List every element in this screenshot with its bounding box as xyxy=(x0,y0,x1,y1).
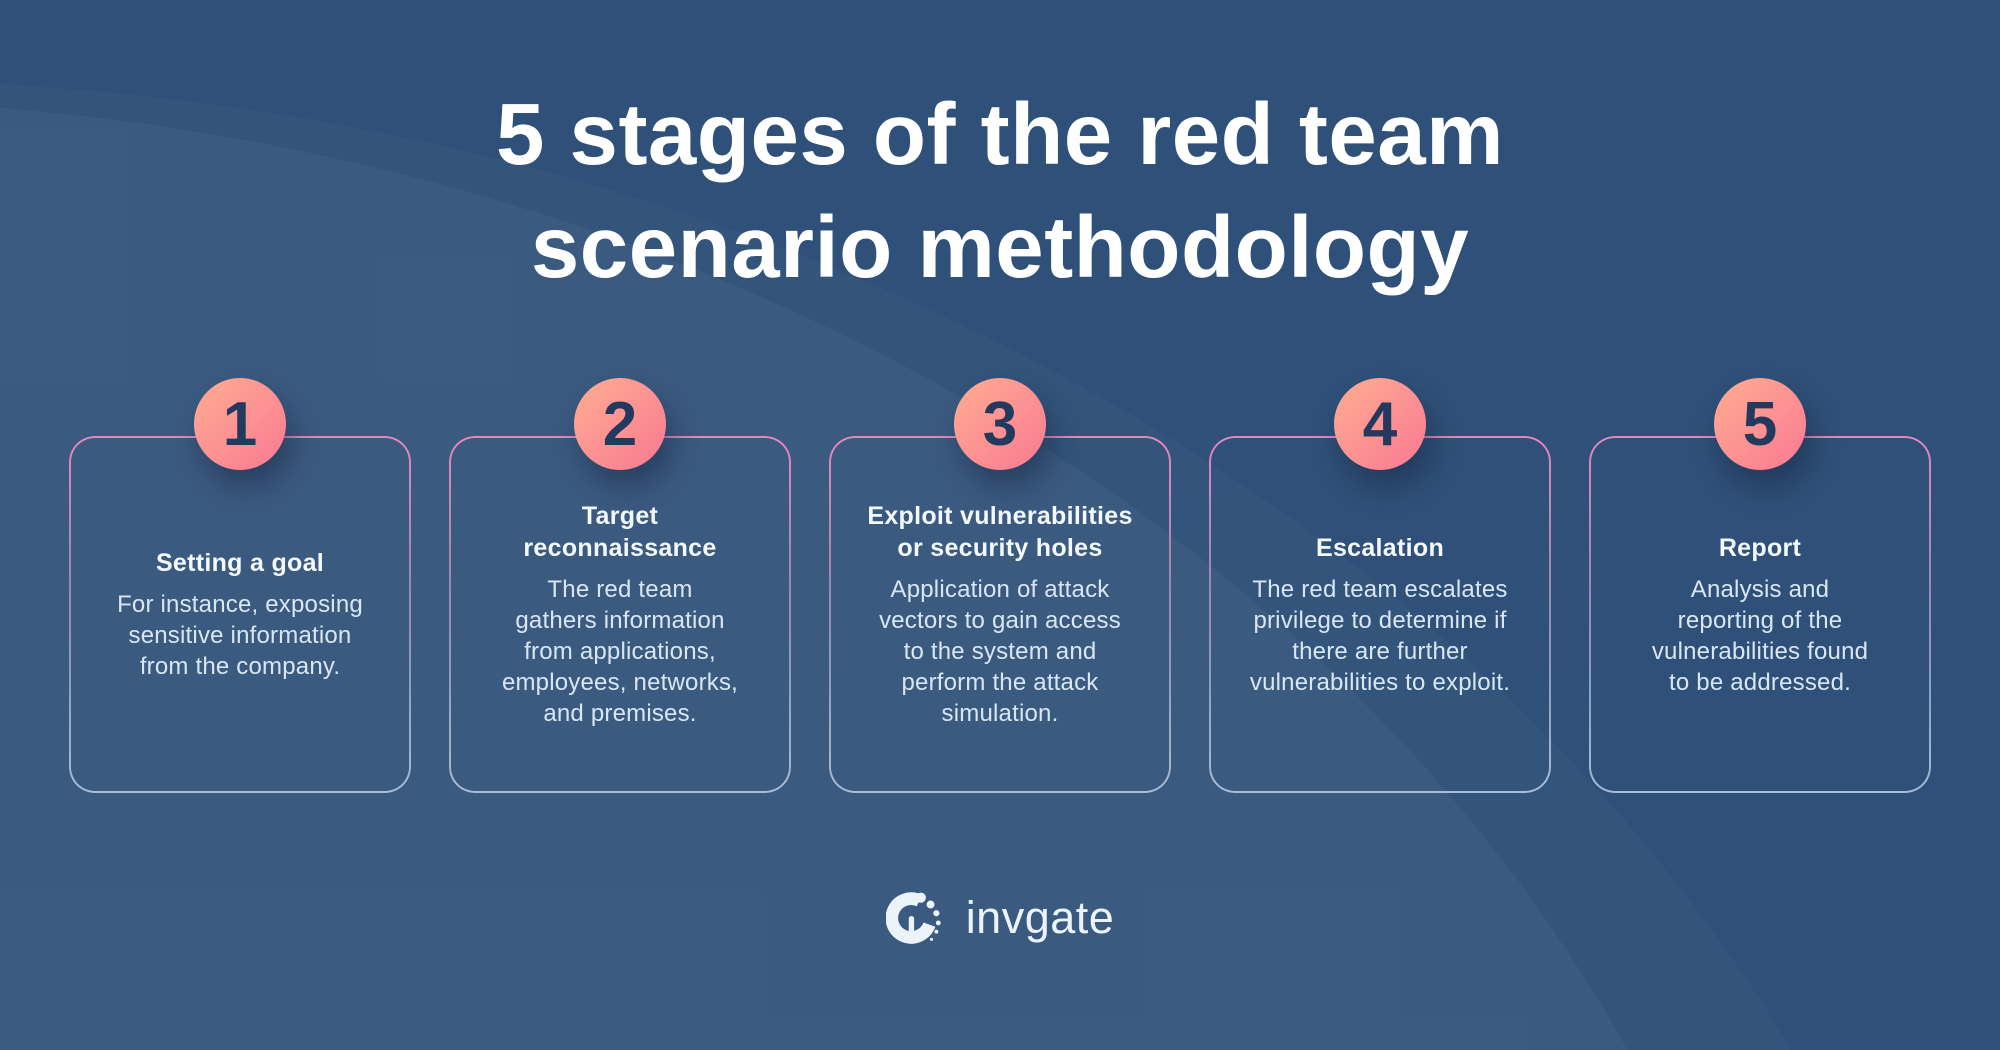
stage-title: Report xyxy=(1718,533,1802,562)
stage-description: Application of attack vectors to gain ac… xyxy=(879,576,1121,727)
stage-card-box: Target reconnaissance The red team gathe… xyxy=(449,436,791,793)
stage-title: Exploit vulnerabilities or security hole… xyxy=(867,502,1133,562)
stage-card-2: 2 Target reconnaissance The red team gat… xyxy=(449,378,791,793)
stage-title: Setting a goal xyxy=(155,549,325,577)
stage-card-box: Setting a goal For instance, exposing se… xyxy=(69,436,411,793)
stage-description: The red team gathers information from ap… xyxy=(501,576,739,727)
stage-card-5: 5 Report Analysis and reporting of the v… xyxy=(1589,378,1931,793)
stage-card-3: 3 Exploit vulnerabilities or security ho… xyxy=(829,378,1171,793)
page-title: 5 stages of the red team scenario method… xyxy=(0,0,2000,304)
invgate-spiral-icon xyxy=(885,892,941,944)
stage-card-box: Report Analysis and reporting of the vul… xyxy=(1589,436,1931,793)
stage-description: The red team escalates privilege to dete… xyxy=(1249,575,1511,696)
page-title-line-1: 5 stages of the red team xyxy=(496,86,1504,183)
stage-title: Target reconnaissance xyxy=(523,502,717,562)
stage-number-badge: 2 xyxy=(574,378,666,470)
stage-card-4: 4 Escalation The red team escalates priv… xyxy=(1209,378,1551,793)
stage-number-badge: 1 xyxy=(194,378,286,470)
page-title-line-2: scenario methodology xyxy=(530,199,1470,296)
stage-title: Escalation xyxy=(1315,533,1445,562)
stage-description: For instance, exposing sensitive informa… xyxy=(117,591,363,680)
stage-card-box: Exploit vulnerabilities or security hole… xyxy=(829,436,1171,793)
stages-row: 1 Setting a goal For instance, exposing … xyxy=(0,378,2000,793)
stage-card-1: 1 Setting a goal For instance, exposing … xyxy=(69,378,411,793)
stage-number-badge: 4 xyxy=(1334,378,1426,470)
invgate-logo: invgate xyxy=(0,889,2000,951)
stage-number-badge: 5 xyxy=(1714,378,1806,470)
stage-card-box: Escalation The red team escalates privil… xyxy=(1209,436,1551,793)
stage-description: Analysis and reporting of the vulnerabil… xyxy=(1651,575,1869,696)
stage-number-badge: 3 xyxy=(954,378,1046,470)
invgate-logo-text: invgate xyxy=(965,891,1115,943)
